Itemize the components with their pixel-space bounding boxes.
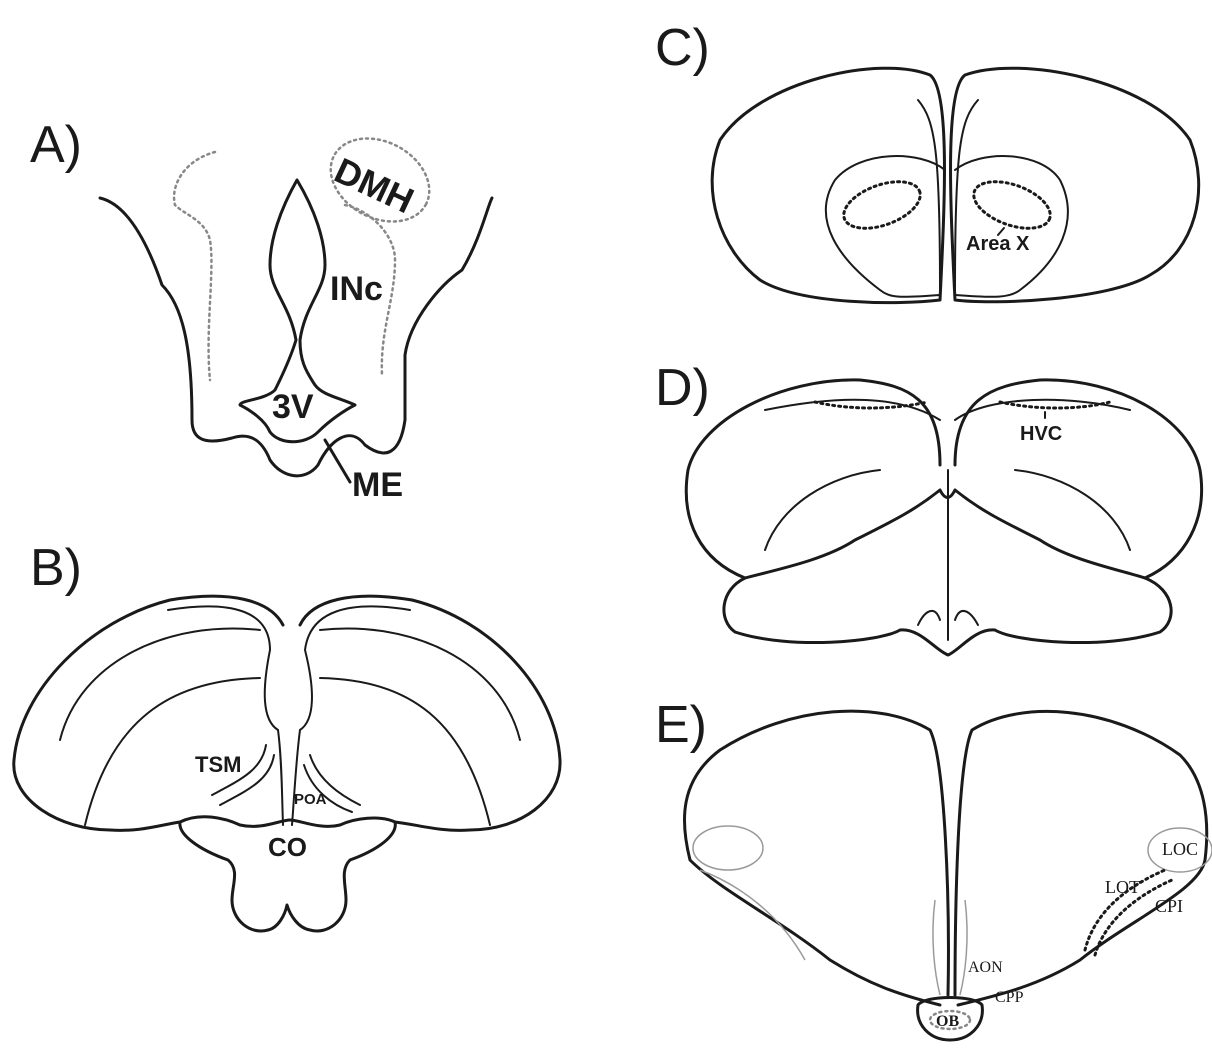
panel-d-right-cortex-arc [1015,470,1130,550]
panel-d-left-inner-arc [765,400,940,420]
panel-c-left-hemisphere [712,68,944,302]
panel-c-right-area-x [968,173,1057,238]
tsm-label: TSM [195,752,241,777]
aon-label: AON [968,959,1003,976]
cpi-label: CPI [1155,896,1183,916]
panel-e-aon-tract-left [933,900,940,995]
ob-label: OB [936,1013,959,1030]
area-x-label: Area X [966,233,1030,255]
3v-label: 3V [272,388,314,426]
poa-label: POA [294,791,327,808]
panel-b-label: B) [30,539,82,597]
panel-a-label: A) [30,116,82,174]
panel-e-left-loc-region [693,826,763,870]
panel-d-label: D) [655,359,710,417]
panel-b-right-arc-1 [320,628,520,740]
panel-e-left-lateral-tract [700,870,805,960]
panel-d-left-cortex-arc [765,470,880,550]
panel-c-left-striatum [826,156,945,297]
panel-e-aon-tract-right [960,900,967,995]
panel-c: C) Area X [655,19,1199,303]
panel-a-left-dotted-arc [174,152,215,380]
co-label: CO [268,832,307,862]
panel-a: A) DMH INc 3V ME [30,116,492,504]
panel-d: D) HVC [655,359,1202,655]
panel-c-label: C) [655,19,710,77]
panel-b-left-arc-1 [60,628,260,740]
panel-c-left-area-x [838,173,927,238]
hvc-label: HVC [1020,423,1062,445]
panel-b: B) TSM POA CO [14,539,560,931]
panel-b-right-arc-2 [320,678,490,825]
inc-label: INc [330,270,383,308]
panel-c-midline-left [918,100,940,290]
loc-label: LOC [1162,839,1198,859]
lot-label: LOT [1105,877,1140,897]
panel-d-right-hemisphere [955,380,1202,578]
me-label: ME [352,466,403,504]
panel-e-label: E) [655,696,707,754]
panel-e-left-hemisphere [684,711,948,1005]
panel-b-midline-left [168,606,283,825]
dmh-label: DMH [328,149,420,221]
panel-d-left-hemisphere [686,380,940,578]
cpp-label: CPP [995,989,1024,1006]
panel-a-me-pointer [325,440,350,482]
panel-e: E) LOC LOT CPI AON CPP OB [655,696,1212,1040]
panel-c-right-hemisphere [951,68,1199,302]
